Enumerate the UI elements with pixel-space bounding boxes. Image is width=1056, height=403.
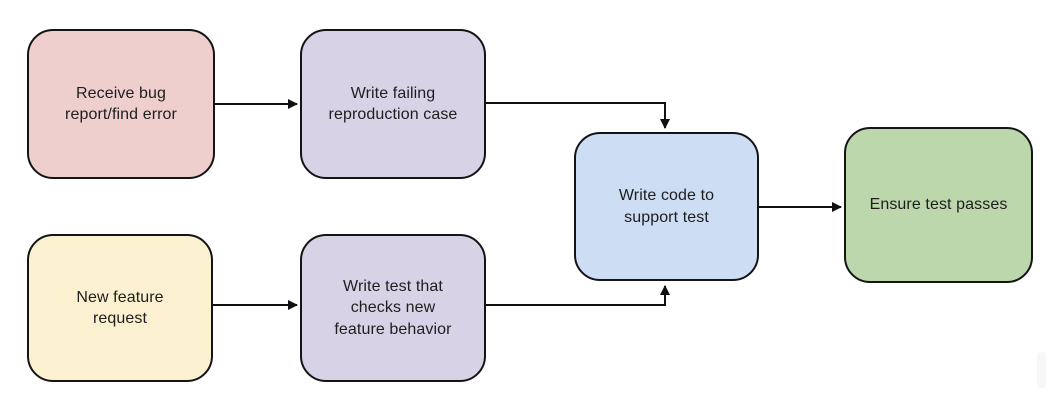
node-label: Ensure test passes <box>869 196 1008 214</box>
node-ensure-test-passes: Ensure test passes <box>844 127 1033 283</box>
edge-write-failing-to-write-code <box>486 102 670 129</box>
edge-write-test-to-write-code <box>486 285 670 306</box>
scrollbar-thumb[interactable] <box>1037 352 1046 388</box>
